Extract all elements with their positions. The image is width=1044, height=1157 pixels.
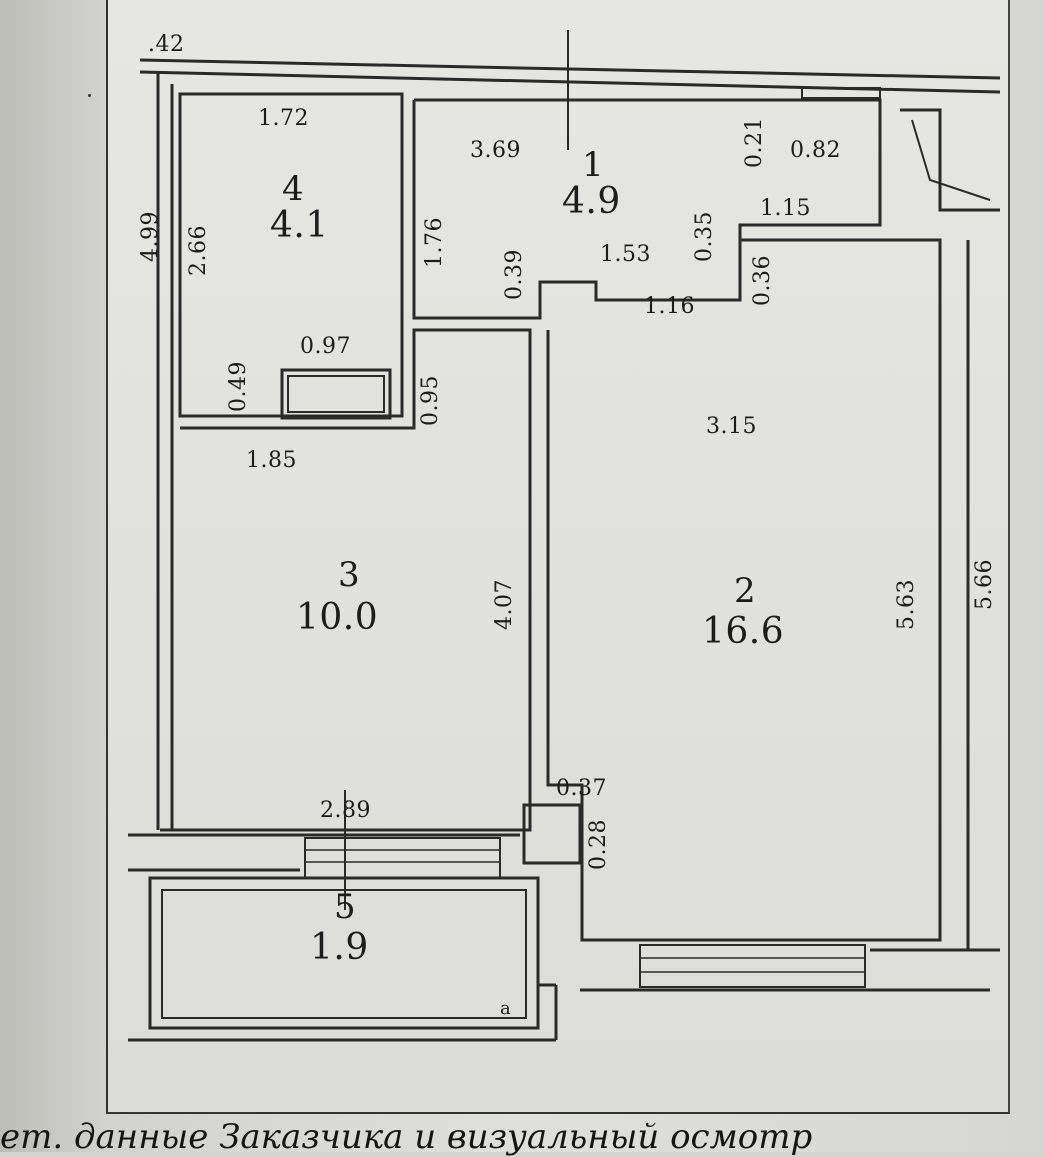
closet-inner — [287, 375, 385, 413]
pier-outline — [522, 803, 582, 865]
niche-diag — [911, 119, 991, 201]
dim-r1-mid: 1.53 — [600, 242, 651, 267]
room-1-area: 4.9 — [562, 181, 621, 222]
dim-top-left: .42 — [148, 32, 185, 57]
dim-r3-height: 4.07 — [492, 579, 517, 630]
dim-r1-v3: 0.35 — [692, 211, 717, 262]
dim-r3-bottom: 2.89 — [320, 798, 371, 823]
dim-r1-v2: 0.39 — [502, 249, 527, 300]
room-4-number: 4 — [282, 169, 305, 209]
room-2-number: 2 — [734, 571, 757, 611]
dim-r1-v4: 0.36 — [750, 255, 775, 306]
room-2-outline — [546, 238, 942, 942]
room-4-outline — [178, 92, 404, 418]
scan-speck — [88, 94, 91, 97]
room-4-area: 4.1 — [270, 205, 329, 246]
room-3-outline — [160, 328, 532, 832]
closet-outline — [280, 368, 392, 420]
dim-closet-width: 0.97 — [300, 334, 351, 359]
dim-r1-right-width: 1.15 — [760, 196, 811, 221]
dim-left-outer: 4.99 — [138, 211, 163, 262]
dim-r4-height: 2.66 — [186, 225, 211, 276]
dim-right-outer: 5.66 — [972, 559, 997, 610]
room-1-number: 1 — [582, 145, 605, 185]
dim-r2-width: 3.15 — [706, 414, 757, 439]
dim-r1-top-small: 0.21 — [742, 117, 767, 168]
caption-text: ет. данные Заказчика и визуальный осмотр — [0, 1117, 813, 1157]
vent-mark — [801, 87, 881, 99]
dim-r2-height: 5.63 — [894, 579, 919, 630]
dim-r1-left: 3.69 — [470, 138, 521, 163]
dim-r3-top: 1.85 — [246, 448, 297, 473]
room-5-number: 5 — [334, 887, 357, 927]
dim-r1-v1: 1.76 — [422, 217, 447, 268]
dim-r1-right-small: 0.82 — [790, 138, 841, 163]
plan-frame — [106, 0, 1010, 1114]
dim-r4-width: 1.72 — [258, 106, 309, 131]
outer-wall-top — [139, 58, 1001, 80]
niche-outline — [900, 108, 1000, 212]
window-room-2 — [639, 944, 866, 988]
room-5-area: 1.9 — [310, 927, 369, 968]
dim-pier-small: 0.28 — [586, 819, 611, 870]
room-3-area: 10.0 — [296, 597, 379, 638]
room-1-outline — [412, 98, 882, 320]
room-3-number: 3 — [338, 555, 361, 595]
dim-closet-right: 0.95 — [418, 375, 443, 426]
dim-pier-width: 0.37 — [556, 776, 607, 801]
window-room-3 — [304, 837, 501, 879]
room-2-area: 16.6 — [702, 611, 785, 652]
dim-closet-left: 0.49 — [226, 361, 251, 412]
dim-r5-mark: a — [500, 998, 512, 1019]
dim-r1-bottom: 1.16 — [644, 294, 695, 319]
